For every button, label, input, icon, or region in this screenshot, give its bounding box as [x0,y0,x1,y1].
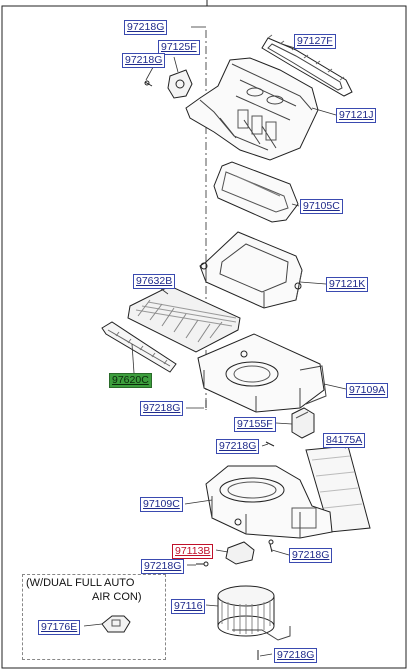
callout-84175a[interactable]: 84175A [323,433,366,448]
callout-97125f[interactable]: 97125F [158,40,200,55]
option-note-line2: AIR CON) [92,591,142,603]
blower-motor-part [217,585,291,660]
callout-97620c[interactable]: 97620C [109,373,152,388]
callout-97121k[interactable]: 97121K [326,277,369,292]
filter-frame-part [199,231,303,309]
cabin-filter-part [127,285,241,353]
seal-gasket-part [261,34,353,97]
callout-97109a[interactable]: 97109A [346,383,389,398]
filter-cover-part [213,161,299,223]
option-note-line1: (W/DUAL FULL AUTO [26,577,135,589]
diagram-frame [1,5,407,669]
motor-connector-part [225,539,274,565]
callout-97105c[interactable]: 97105C [300,199,343,214]
callout-97121j[interactable]: 97121J [336,108,377,123]
callout-97116[interactable]: 97116 [171,599,206,614]
callout-97218g-left[interactable]: 97218G [122,53,166,68]
filter-holder-part [101,321,177,373]
lower-blower-case-part [205,465,333,539]
callout-97218g-bottom[interactable]: 97218G [274,648,318,663]
callout-97218g-top[interactable]: 97218G [124,20,168,35]
blower-resistor-part [265,407,315,447]
callout-97155f[interactable]: 97155F [234,417,276,432]
intake-case-part [185,57,319,161]
upper-blower-case-part [197,333,327,413]
actuator-part [144,69,193,99]
sensor-part [101,615,131,633]
callout-97218g-low1[interactable]: 97218G [141,559,185,574]
callout-97218g-mid2[interactable]: 97218G [216,439,260,454]
callout-97127f[interactable]: 97127F [294,34,336,49]
callout-97218g-mid[interactable]: 97218G [140,401,184,416]
callout-97632b[interactable]: 97632B [133,274,176,289]
option-note-box [22,574,166,660]
callout-97176e[interactable]: 97176E [38,620,81,635]
callout-97109c[interactable]: 97109C [140,497,183,512]
callout-97218g-low2[interactable]: 97218G [289,548,333,563]
callout-97113b[interactable]: 97113B [172,544,214,559]
